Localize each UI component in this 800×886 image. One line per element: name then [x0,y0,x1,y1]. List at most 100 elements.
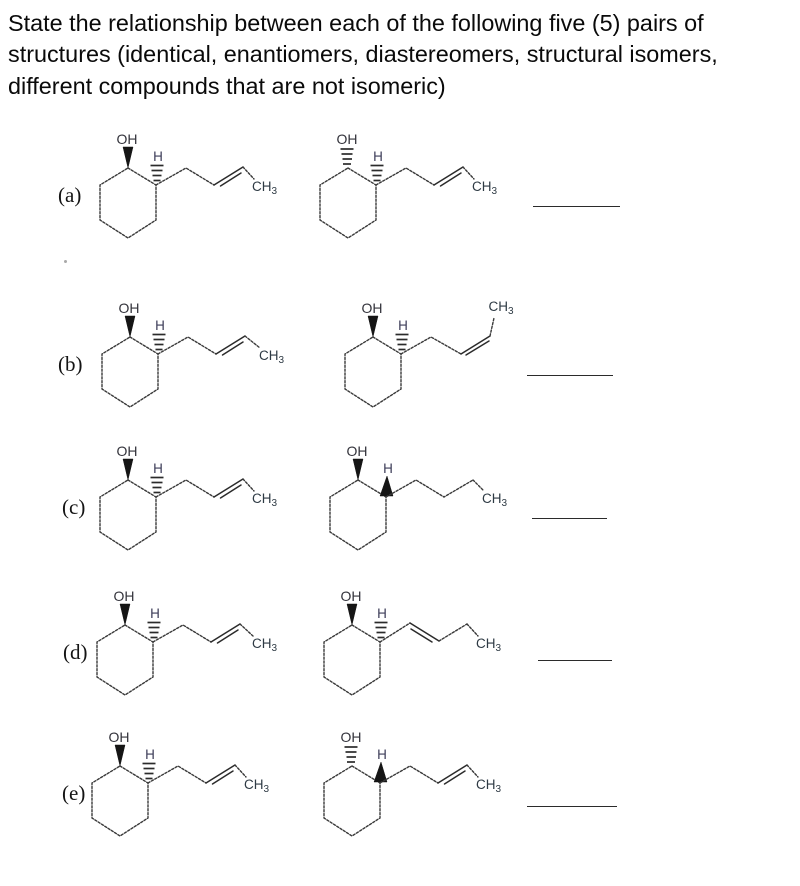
bold-wedge-oh-bond [124,315,136,338]
pair-row-e: (e) OH H CH3 [0,718,800,850]
cyclohexane-ring [323,624,381,696]
oh-label: OH [109,729,130,745]
butenyl-chain-1ene [379,622,479,643]
oh-label: OH [337,131,358,147]
pair-label-b: (b) [58,352,83,376]
ch3-label: CH3 [476,777,502,795]
hashed-wedge-h-bond [374,621,388,639]
stray-mark [64,260,67,263]
oh-label: OH [341,729,362,745]
hashed-wedge-h-bond [152,333,166,351]
cyclohexane-ring [101,336,159,408]
butenyl-chain [155,166,255,187]
double-bond-inner-line [465,340,490,356]
double-bond-inner-line [439,172,462,187]
oh-label: OH [119,300,140,316]
double-bond-inner-line [219,484,242,499]
cyclohexane-ring [319,167,377,239]
butenyl-chain [157,335,261,356]
pair-row-a: (a) OH H CH3 [0,120,800,252]
structure-e-left: OH H CH3 [91,729,270,837]
butenyl-chain [155,478,255,499]
butenyl-chain-cis [400,317,495,356]
ch3-label: CH3 [252,179,278,197]
pair-row-b: (b) OH H CH3 [0,289,800,421]
double-bond-inner-line [219,172,242,187]
h-label: H [377,747,387,762]
ch3-label: CH3 [259,348,285,366]
cyclohexane-ring [96,624,154,696]
h-label: H [153,149,163,164]
ch3-label: CH3 [472,179,498,197]
pair-row-d: (d) OH H CH3 [0,577,800,709]
butenyl-chain [152,623,254,644]
ch3-label: CH3 [244,777,270,795]
oh-label: OH [362,300,383,316]
h-label: H [150,606,160,621]
ch3-label: CH3 [488,299,514,317]
hashed-wedge-oh-bond [340,148,354,165]
pair-label-e: (e) [62,781,86,805]
pair-label-a: (a) [58,183,82,207]
hashed-wedge-h-bond [395,333,409,351]
bold-wedge-h-bond [379,475,394,497]
hashed-wedge-h-bond [370,164,384,182]
double-bond-inner-line [216,629,239,644]
h-label: H [383,461,393,476]
h-label: H [155,318,165,333]
structure-d-left: OH H CH3 [96,588,278,696]
structure-b-left: OH H CH3 [101,300,285,408]
pair-row-c: (c) OH H CH3 [0,432,800,564]
pair-label-d: (d) [63,640,88,664]
oh-label: OH [117,443,138,459]
structure-a-left: OH H CH3 [99,131,278,239]
question-line-2: structures (identical, enantiomers, dias… [8,41,718,68]
cyclohexane-ring [329,479,387,551]
h-label: H [373,149,383,164]
oh-label: OH [114,588,135,604]
ch3-label: CH3 [252,491,278,509]
question-text: State the relationship between each of t… [8,8,800,102]
double-bond-inner-line [410,628,433,643]
cyclohexane-ring [99,167,157,239]
oh-label: OH [117,131,138,147]
answer-blank-b [527,375,613,376]
bold-wedge-h-bond [373,761,388,783]
ch3-label: CH3 [482,491,508,509]
hashed-wedge-oh-bond [344,746,358,763]
structure-e-right: OH H CH3 [323,729,502,837]
structure-c-left: OH H CH3 [99,443,278,551]
butenyl-chain [147,764,247,785]
bold-wedge-oh-bond [346,603,358,626]
bold-wedge-oh-bond [367,315,379,338]
bold-wedge-oh-bond [122,146,134,169]
structure-c-right: OH H CH3 [329,443,508,551]
h-label: H [377,606,387,621]
hashed-wedge-h-bond [142,762,156,780]
bold-wedge-oh-bond [119,603,131,626]
structure-b-right: OH H CH3 [344,299,514,408]
oh-label: OH [347,443,368,459]
h-label: H [153,461,163,476]
h-label: H [145,747,155,762]
butenyl-chain [379,764,479,785]
answer-blank-a [533,206,620,207]
question-line-1: State the relationship between each of t… [8,10,704,36]
bold-wedge-oh-bond [114,744,126,767]
hashed-wedge-h-bond [147,621,161,639]
answer-blank-d [538,660,612,661]
double-bond-inner-line [221,341,244,356]
double-bond-inner-line [443,770,466,785]
bold-wedge-oh-bond [352,458,364,481]
cyclohexane-ring [99,479,157,551]
pair-label-c: (c) [62,495,86,519]
oh-label: OH [341,588,362,604]
cyclohexane-ring [323,765,381,837]
double-bond-inner-line [211,770,234,785]
answer-blank-e [527,806,617,807]
structure-d-right: OH H CH3 [323,588,502,696]
cyclohexane-ring [91,765,149,837]
ch3-label: CH3 [476,636,502,654]
butenyl-chain [375,166,475,187]
